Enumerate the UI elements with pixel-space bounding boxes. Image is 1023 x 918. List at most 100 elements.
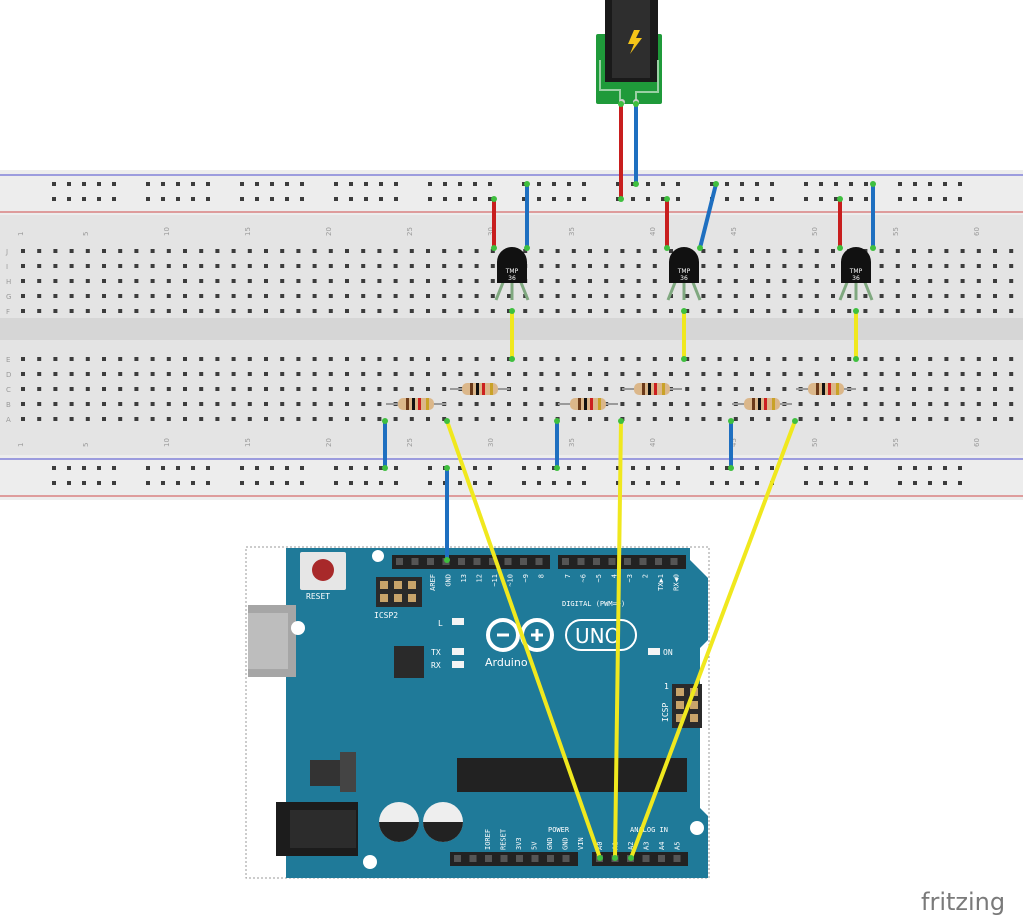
icsp2-pin <box>380 581 388 589</box>
rail-hole <box>710 466 714 470</box>
rail-hole <box>537 182 541 186</box>
breadboard-hole <box>798 294 803 298</box>
breadboard-hole <box>588 264 592 268</box>
breadboard-hole <box>280 294 285 298</box>
breadboard-hole <box>393 417 398 421</box>
rail-hole <box>364 481 368 485</box>
breadboard-hole <box>166 279 171 283</box>
breadboard-hole <box>847 402 852 406</box>
digital-label: DIGITAL (PWM=~) <box>562 600 625 608</box>
breadboard-hole <box>231 402 236 406</box>
breadboard-hole <box>69 294 74 298</box>
breadboard-hole <box>604 387 609 391</box>
icsp2-pin <box>394 581 402 589</box>
digital-pin-label: 13 <box>460 574 468 582</box>
breadboard-hole <box>685 372 690 376</box>
breadboard-hole <box>69 249 74 253</box>
digital-pin-label: ~3 <box>626 574 634 582</box>
rail-hole <box>364 466 368 470</box>
breadboard-hole <box>814 264 819 268</box>
rail-hole <box>488 182 492 186</box>
breadboard-hole <box>247 264 252 268</box>
rail-hole <box>819 466 823 470</box>
digital-pin-label: TX▶1 <box>657 574 665 591</box>
breadboard-hole <box>750 249 754 253</box>
rail-hole <box>379 197 383 201</box>
breadboard-hole <box>620 372 625 376</box>
breadboard-hole <box>166 309 171 313</box>
power-bolt-icon <box>628 30 642 54</box>
breadboard-hole <box>588 249 592 253</box>
breadboard-hole <box>960 249 965 253</box>
breadboard-hole <box>620 357 625 361</box>
rail-hole <box>522 466 526 470</box>
icsp-label: ICSP <box>661 703 670 722</box>
breadboard-hole <box>960 402 965 406</box>
breadboard-hole <box>53 387 58 391</box>
rail-hole <box>646 182 650 186</box>
breadboard-hole <box>733 417 738 421</box>
breadboard-hole <box>102 249 106 253</box>
breadboard-hole <box>782 357 787 361</box>
breadboard-hole <box>361 279 366 283</box>
rail-hole <box>458 182 462 186</box>
rail-hole <box>349 182 353 186</box>
sensor-label: 36 <box>680 275 688 282</box>
breadboard-hole <box>118 402 123 406</box>
rail-hole <box>567 182 571 186</box>
breadboard-hole <box>960 387 965 391</box>
breadboard-hole <box>199 372 204 376</box>
breadboard-hole <box>231 249 236 253</box>
breadboard-hole <box>215 417 220 421</box>
breadboard-hole <box>199 294 204 298</box>
breadboard-hole <box>118 387 123 391</box>
breadboard-hole <box>409 417 414 421</box>
breadboard-hole <box>85 279 90 283</box>
rail-hole <box>255 481 259 485</box>
breadboard-hole <box>636 279 641 283</box>
rail-hole <box>646 481 650 485</box>
rail-hole <box>394 182 398 186</box>
rail-hole <box>67 197 71 201</box>
icsp-pin1-label: 1 <box>664 682 669 691</box>
digital-pin-label: GND <box>445 574 453 587</box>
breadboard-hole <box>750 372 754 376</box>
rail-hole <box>755 481 759 485</box>
breadboard-hole <box>199 309 204 313</box>
breadboard-hole <box>912 309 916 313</box>
rail-hole <box>567 466 571 470</box>
breadboard-hole <box>328 249 333 253</box>
breadboard-hole <box>409 279 414 283</box>
breadboard-hole <box>539 372 544 376</box>
breadboard-hole <box>928 357 933 361</box>
rail-hole <box>458 197 462 201</box>
rail-hole <box>725 481 729 485</box>
breadboard-hole <box>264 264 268 268</box>
breadboard-hole <box>85 387 90 391</box>
breadboard-hole <box>53 402 58 406</box>
breadboard-hole <box>798 372 803 376</box>
breadboard-hole <box>895 402 900 406</box>
breadboard-hole <box>426 309 430 313</box>
rail-hole <box>206 466 210 470</box>
breadboard-hole <box>296 264 301 268</box>
rail-hole <box>285 182 289 186</box>
rail-hole <box>913 182 917 186</box>
breadboard-hole <box>393 294 398 298</box>
header-pin <box>427 558 434 565</box>
breadboard-hole <box>458 279 463 283</box>
rail-hole <box>394 466 398 470</box>
digital-pin-label: 8 <box>538 574 546 578</box>
rail-hole <box>82 466 86 470</box>
breadboard-hole <box>993 249 997 253</box>
breadboard-hole <box>458 372 463 376</box>
breadboard-hole <box>199 249 204 253</box>
power-header <box>450 852 578 866</box>
breadboard-hole <box>588 372 592 376</box>
breadboard-hole <box>312 249 317 253</box>
breadboard-hole <box>620 309 625 313</box>
breadboard-hole <box>85 249 90 253</box>
rail-hole <box>364 182 368 186</box>
breadboard-hole <box>361 387 366 391</box>
breadboard-hole <box>21 279 25 283</box>
